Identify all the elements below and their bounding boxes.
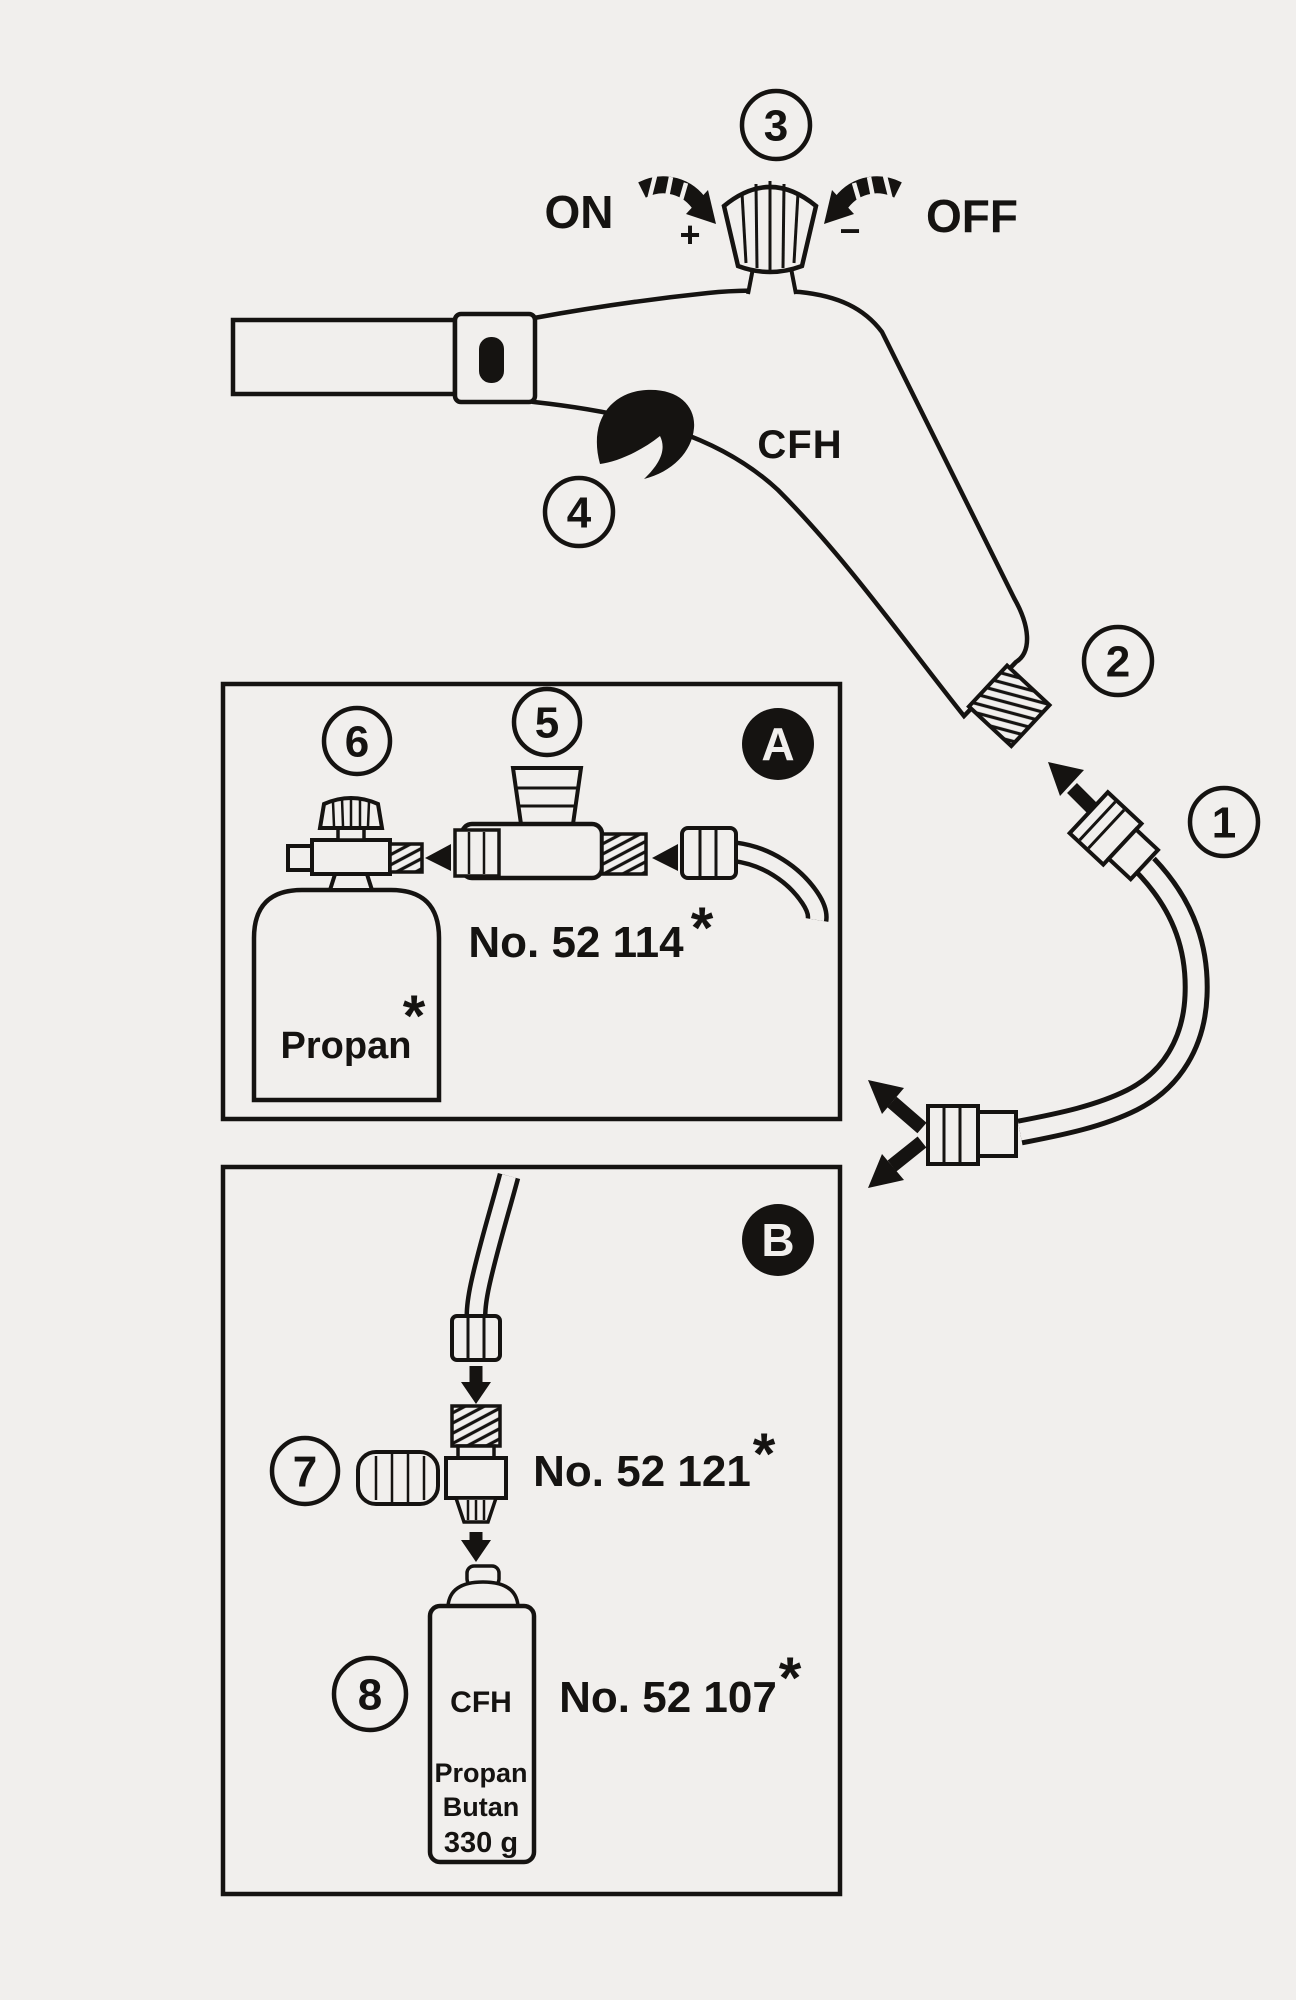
svg-text:3: 3 [764, 101, 788, 150]
panel-b-hose [450, 1173, 521, 1362]
panel-a-asterisk: * [691, 896, 714, 961]
cartridge-line2: Butan [443, 1792, 520, 1822]
panel-a-badge: A [742, 708, 814, 780]
torch: CFH [230, 181, 1053, 749]
valve-handwheel [356, 1450, 440, 1506]
propane-bottle: Propan * [251, 796, 442, 1103]
cartridge-weight: 330 g [444, 1827, 518, 1859]
panel-a-hose [680, 826, 829, 922]
step-6-callout: 6 [321, 705, 393, 777]
panel-a: A 6 5 Propan * [220, 681, 843, 1122]
on-arrow [638, 176, 709, 212]
bottle-label: Propan [281, 1025, 412, 1067]
on-label: ON [545, 186, 614, 238]
to-panel-b-arrow [868, 1136, 927, 1188]
knob-rotation-indicators: + − ON OFF [545, 175, 1018, 255]
minus-sign: − [839, 210, 860, 251]
cartridge-valve [356, 1444, 508, 1524]
igniter-button [479, 337, 504, 383]
regulator-thread [600, 832, 648, 876]
bottle-asterisk: * [403, 984, 426, 1049]
step-5-callout: 5 [511, 686, 583, 758]
off-arrow [831, 176, 902, 212]
step-1-callout: 1 [1187, 785, 1261, 859]
step-7-callout: 7 [269, 1435, 341, 1507]
hose-coupler-top [1066, 789, 1161, 883]
to-panel-a-arrow [868, 1080, 927, 1134]
panel-a-arrow-left [425, 844, 451, 871]
hose-main [1017, 856, 1210, 1146]
svg-text:2: 2 [1106, 637, 1130, 686]
panel-b-arrow-1 [461, 1366, 491, 1404]
svg-text:8: 8 [358, 1670, 382, 1719]
burner-tube [230, 317, 458, 397]
panel-b: B [220, 1164, 843, 1897]
svg-text:4: 4 [567, 488, 592, 537]
panel-b-badge: B [742, 1204, 814, 1276]
panel-b-arrow-2 [461, 1532, 491, 1562]
plus-sign: + [679, 214, 700, 255]
step-2-callout: 2 [1081, 624, 1155, 698]
panel-b-cart-part-no: No. 52 107 [559, 1673, 777, 1722]
gas-cartridge: CFH Propan Butan 330 g [427, 1564, 537, 1865]
svg-text:5: 5 [535, 698, 559, 747]
handle-thread [966, 662, 1053, 749]
panel-a-part-no: No. 52 114 [468, 918, 684, 967]
cartridge-brand: CFH [450, 1686, 512, 1719]
panel-b-valve-part-no: No. 52 121 [533, 1447, 751, 1496]
step-4-callout: 4 [542, 475, 616, 549]
off-label: OFF [926, 190, 1018, 242]
panel-a-arrow-mid [652, 844, 678, 871]
trigger-lever [596, 389, 695, 479]
svg-text:B: B [761, 1214, 794, 1266]
svg-text:A: A [761, 718, 794, 770]
panel-a-border [220, 681, 843, 1122]
hose-coupler-bottom [926, 1104, 1018, 1166]
regulator [453, 766, 648, 881]
valve-thread-b [450, 1404, 502, 1448]
step-8-callout: 8 [331, 1655, 409, 1733]
torch-brand: CFH [757, 423, 842, 467]
panel-b-border [220, 1164, 843, 1897]
svg-text:7: 7 [293, 1447, 317, 1496]
svg-text:1: 1 [1212, 798, 1236, 847]
bottle-valve-thread [388, 842, 424, 874]
svg-text:6: 6 [345, 717, 369, 766]
panel-b-cart-asterisk: * [779, 1646, 802, 1711]
panel-b-valve-asterisk: * [753, 1422, 776, 1487]
gas-knob [721, 181, 819, 275]
step-3-callout: 3 [739, 88, 813, 162]
cartridge-line1: Propan [434, 1758, 527, 1788]
